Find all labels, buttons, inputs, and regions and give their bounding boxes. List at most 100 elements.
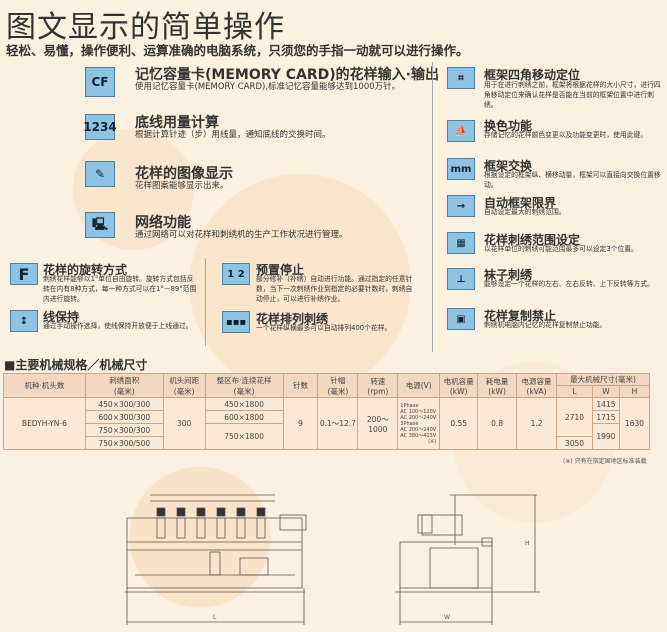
- table-cell: 9: [282, 397, 319, 450]
- power-line: AC 380～415V: [400, 432, 437, 439]
- feature-desc: 花样图案能够显示出来。: [135, 181, 229, 191]
- divider: [432, 62, 433, 352]
- page-title: 图文显示的简单操作: [6, 10, 285, 45]
- feature-desc: 一个花样纵横最多可以自动排列400个花样。: [256, 324, 392, 332]
- feature-desc: 用于在进行刺绣之前，框架将根据花样的大小尺寸，进行四角移动定位来确认花样是否能在…: [484, 81, 661, 109]
- header-cell: W: [591, 385, 620, 398]
- spec-table: 机种·机头数 刺绣面积 (毫米) 机头间距 (毫米) 整区布·连续花样 (毫米)…: [3, 373, 651, 450]
- side-view: [395, 494, 540, 625]
- table-cell: 750×300/300: [84, 423, 164, 437]
- range-setting-icon: ▦: [447, 232, 475, 254]
- table-cell: 1630: [618, 397, 651, 450]
- header-cell: 转速 (rpm): [357, 373, 399, 398]
- counter-icon: 1234: [83, 114, 117, 140]
- rotation-icon: F: [10, 263, 38, 285]
- feature-title: 框架交换: [484, 159, 533, 173]
- frame-move-icon: ⌗: [447, 67, 475, 89]
- divider: [205, 258, 206, 346]
- feature-desc: 能够设定一个花样的左右、左右反转、上下反转等方式。: [484, 280, 654, 288]
- feature-title: 记忆容量卡(MEMORY CARD)的花样输入·输出: [135, 67, 439, 83]
- pattern-array-icon: ▪▪▪: [222, 311, 250, 333]
- header-cell: 针幅 (毫米): [317, 373, 359, 398]
- table-cell: 1715: [591, 410, 620, 424]
- power-line: AC 200～240V: [400, 426, 437, 433]
- header-cell: 机种·机头数: [3, 373, 86, 398]
- color-change-icon: ⛵: [447, 120, 475, 142]
- table-cell: 750×1800: [204, 423, 284, 450]
- feature-desc: 自动设定最大的刺绣范围。: [484, 208, 566, 216]
- feature-title: 线保持: [43, 310, 80, 324]
- header-cell: 电机容量 (kW): [439, 373, 479, 398]
- header-cell: 最大机械尺寸(毫米): [556, 373, 650, 386]
- header-cell: L: [556, 385, 593, 398]
- header-cell: H: [618, 385, 651, 398]
- copy-protect-icon: ▣: [447, 308, 475, 330]
- header-cell: 电源(V): [397, 373, 441, 398]
- feature-title: 花样排列刺绣: [256, 312, 329, 326]
- table-cell: 200～1000: [357, 397, 399, 450]
- header-cell: 耗电量 (kW): [477, 373, 518, 398]
- feature-title: 底线用量计算: [135, 115, 219, 131]
- table-cell: 600×300/300: [84, 410, 164, 424]
- table-cell: 1.2: [516, 397, 557, 450]
- frame-limit-icon: →: [447, 195, 475, 217]
- feature-desc: 刺绣机电脑内记忆的花样复制禁止功能。: [484, 321, 607, 329]
- power-line: AC 100～120V: [400, 408, 437, 415]
- section-heading: ■主要机械规格／机械尺寸: [4, 358, 148, 372]
- power-line: 3Phase: [400, 420, 419, 427]
- dimension-label-w: W: [444, 614, 450, 621]
- feature-desc: 根据设定的框架纵、横移动量，框架可以直接向交换位置移动。: [484, 171, 661, 189]
- feature-desc: 使用记忆容量卡(MEMORY CARD),标准记忆容量能够达到1000万针。: [135, 82, 401, 92]
- preset-stop-icon: 1 2: [222, 263, 250, 285]
- sock-icon: ⊥: [447, 268, 475, 290]
- feature-title: 预置停止: [256, 263, 305, 277]
- network-icon: 🖳: [85, 212, 115, 238]
- feature-title: 花样的旋转方式: [43, 263, 128, 277]
- power-cell: 1Phase AC 100～120V AC 200～240V 3Phase AC…: [397, 397, 441, 450]
- table-cell: 1990: [591, 423, 620, 450]
- power-line: 1Phase: [400, 402, 419, 409]
- table-cell: 600×1800: [204, 410, 284, 424]
- power-line: (※): [428, 438, 437, 445]
- page-subtitle: 轻松、易懂，操作便利、运算准确的电脑系统，只须您的手指一动就可以进行操作。: [6, 43, 469, 58]
- table-cell: 2710: [556, 397, 593, 437]
- model-cell: BEDYH-YN-6: [3, 397, 86, 450]
- header-cell: 机头间距 (毫米): [162, 373, 206, 398]
- feature-desc: 根据计算针迹（步）用线量，通知底线的交换时间。: [135, 130, 331, 140]
- dimension-label-l: L: [213, 614, 217, 621]
- table-cell: 750×300/500: [84, 436, 164, 450]
- thread-hold-icon: ↕: [10, 310, 38, 332]
- pen-icon: ✎: [85, 161, 115, 187]
- feature-desc: 通过网络可以对花样和刺绣机的生产工作状况进行管理。: [135, 230, 348, 240]
- table-cell: 3050: [556, 436, 593, 450]
- header-cell: 整区布·连续花样 (毫米): [204, 373, 284, 398]
- feature-title: 框架四角移动定位: [484, 68, 581, 82]
- table-cell: 0.1～12.7: [317, 397, 359, 450]
- header-cell: 针数: [282, 373, 319, 398]
- table-cell: 1415: [591, 397, 620, 411]
- table-cell: 0.8: [477, 397, 518, 450]
- feature-desc: 部分修补（补绣）自动进行功能。通过指定的任意针数，当下一次刺绣作业到指定的必要针…: [256, 275, 413, 303]
- table-cell: 450×1800: [204, 397, 284, 411]
- dimension-label-h: H: [525, 540, 530, 547]
- header-cell: 电源容量 (kVA): [516, 373, 557, 398]
- table-note: (※) 只有在指定国地区标准装载: [563, 458, 647, 465]
- memory-card-icon: CF: [85, 67, 115, 97]
- feature-desc: 通过手动操作选择，使线保持开放便于上线通过。: [43, 322, 193, 330]
- feature-title: 袜子刺绣: [484, 268, 533, 282]
- feature-desc: 存储记忆的花样颜色变更以及功能变更时，使用此键。: [484, 131, 648, 139]
- feature-title: 自动框架限界: [484, 196, 557, 210]
- feature-title: 花样复制禁止: [484, 309, 557, 323]
- feature-title: 花样刺绣范围设定: [484, 233, 581, 247]
- front-view: [125, 494, 307, 625]
- table-cell: 450×300/300: [84, 397, 164, 411]
- machine-diagram: L W H: [125, 494, 540, 625]
- frame-exchange-icon: mm: [447, 158, 475, 180]
- feature-title: 换色功能: [484, 119, 533, 133]
- feature-title: 网络功能: [135, 215, 191, 231]
- feature-title: 花样的图像显示: [135, 166, 233, 182]
- table-cell: 0.55: [439, 397, 479, 450]
- header-cell: 刺绣面积 (毫米): [84, 373, 164, 398]
- feature-desc: 以花样单位的刺绣可能范围最多可以设定3个位置。: [484, 245, 638, 253]
